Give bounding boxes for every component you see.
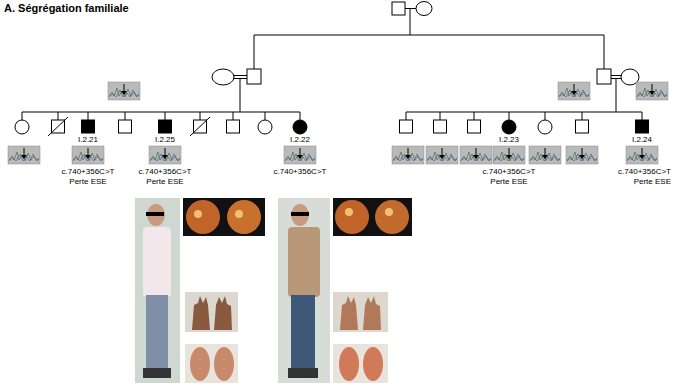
clinical-photos	[135, 198, 412, 383]
pedigree-lines	[15, 2, 649, 137]
variant-name: c.740+356C>T	[483, 168, 536, 177]
variant-name: c.740+356C>T	[139, 168, 192, 177]
variant-name: c.740+356C>T	[618, 168, 671, 177]
variant-name: c.740+356C>T	[274, 168, 327, 177]
variant-effect: Perte ESE	[146, 178, 183, 187]
figure-title: A. Ségrégation familiale	[4, 2, 129, 14]
individual-id: I.2.25	[155, 136, 175, 145]
individual-id: I.2.22	[290, 136, 310, 145]
variant-effect: Perte ESE	[490, 178, 527, 187]
chromatograms	[8, 82, 668, 164]
variant-effect: Perte ESE	[634, 178, 671, 187]
variant-effect: Perte ESE	[69, 178, 106, 187]
individual-id: I.2.24	[632, 136, 652, 145]
individual-id: I.2.23	[499, 136, 519, 145]
individual-id: I.2.21	[78, 136, 98, 145]
variant-name: c.740+356C>T	[62, 168, 115, 177]
